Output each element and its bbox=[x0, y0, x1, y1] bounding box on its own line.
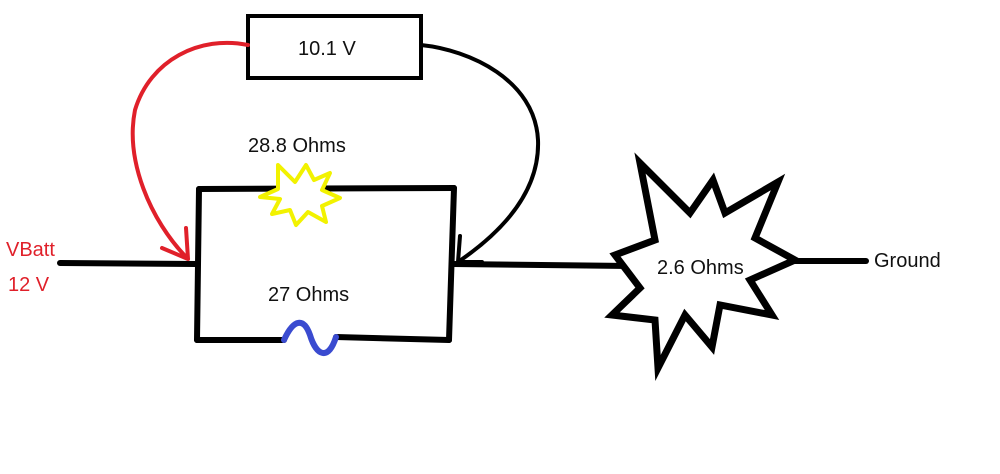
black-lead-arrowhead bbox=[456, 234, 484, 264]
output-wire bbox=[450, 261, 633, 269]
red-lead-arrowhead bbox=[160, 226, 190, 261]
voltmeter-box bbox=[246, 14, 423, 80]
parallel-branch-top bbox=[196, 185, 457, 192]
bottom-resistor-label: 27 Ohms bbox=[268, 284, 350, 306]
ground-label: Ground bbox=[874, 250, 941, 272]
meter-reading: 10.1 V bbox=[298, 38, 356, 60]
battery-name: VBatt bbox=[6, 239, 55, 261]
voltmeter-black-lead bbox=[419, 43, 541, 264]
parallel-branch-left bbox=[194, 186, 202, 343]
resistor-28-8-ohms-burst bbox=[258, 163, 342, 227]
resistor-27-ohms-symbol bbox=[281, 319, 339, 356]
series-resistor-label: 2.6 Ohms bbox=[657, 257, 744, 279]
parallel-branch-bottom-right bbox=[333, 334, 452, 343]
battery-voltage: 12 V bbox=[8, 274, 50, 296]
battery-wire bbox=[57, 260, 199, 267]
resistor-2-6-ohms-burst bbox=[604, 152, 803, 381]
voltmeter-red-lead bbox=[130, 40, 250, 260]
top-resistor-label: 28.8 Ohms bbox=[248, 135, 346, 157]
